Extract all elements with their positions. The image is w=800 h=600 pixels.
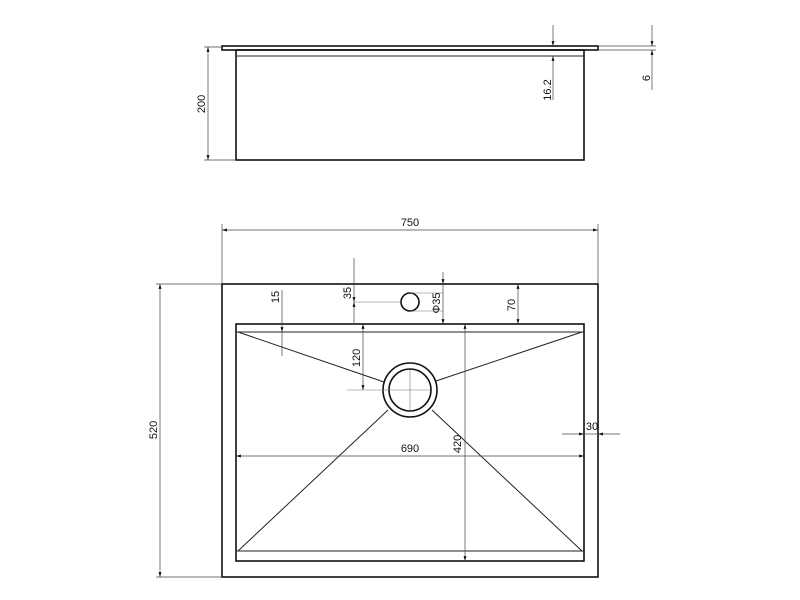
dim-tap-offset: 35	[342, 258, 356, 324]
dim-bowl-width-label: 690	[401, 443, 419, 455]
dim-drain-offset-label: 120	[351, 349, 363, 367]
dim-overall-width-label: 750	[401, 217, 419, 229]
dim-bowl-width: 690	[236, 443, 584, 458]
dim-back-margin: 70	[506, 284, 520, 324]
slope-line	[237, 409, 389, 552]
dim-back-margin-label: 70	[506, 299, 518, 311]
dim-overall-depth-label: 520	[148, 421, 160, 439]
dim-height-label: 200	[196, 95, 208, 113]
side-view: 200 16.2 6	[196, 25, 656, 161]
top-view: 750 520 15 35 Φ35 70	[148, 217, 620, 578]
outer-deck	[221, 283, 599, 578]
dim-tap-offset-label: 35	[342, 287, 354, 299]
dim-flange-thickness: 6	[598, 25, 656, 90]
dim-overall-depth: 520	[148, 283, 222, 578]
slope-line	[237, 331, 385, 383]
dim-overall-width: 750	[221, 217, 599, 284]
dim-side-margin-label: 30	[586, 421, 598, 433]
dim-flange-depth-label: 16.2	[542, 79, 554, 100]
dim-drain-offset: 120	[351, 324, 365, 390]
dim-rim-strip-label: 15	[270, 291, 282, 303]
dim-rim-strip: 15	[270, 290, 284, 356]
bowl-body	[235, 49, 585, 161]
dim-tap-diameter-label: Φ35	[431, 292, 443, 313]
dim-side-margin: 30	[562, 421, 620, 436]
slope-line	[431, 409, 583, 552]
dim-flange-thickness-label: 6	[641, 75, 653, 81]
dim-bowl-depth: 420	[452, 324, 467, 561]
bowl-outline	[235, 323, 585, 562]
dim-height: 200	[196, 46, 236, 161]
dim-flange-depth: 16.2	[542, 25, 555, 101]
dim-bowl-depth-label: 420	[452, 435, 464, 453]
dim-tap-diameter: Φ35	[410, 272, 445, 324]
tap-hole	[400, 292, 420, 312]
slope-line	[435, 331, 583, 382]
